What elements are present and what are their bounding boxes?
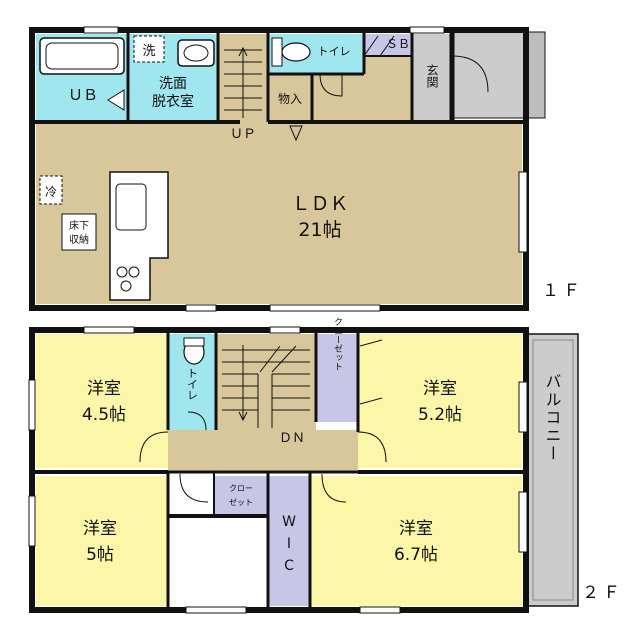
bathtub-inner	[45, 42, 119, 70]
ldk-label-1: ＬＤＫ	[291, 193, 348, 215]
storage-label: 物入	[278, 92, 302, 106]
windows-1f	[83, 26, 528, 312]
closet-c	[214, 476, 268, 514]
kitchen-sink-icon	[115, 183, 147, 231]
washbasin-bowl	[183, 44, 209, 62]
hall-upper	[364, 56, 412, 74]
room-d	[310, 476, 522, 606]
ub-label: ＵＢ	[68, 86, 98, 104]
closet-c-label-1: クロー	[229, 484, 253, 493]
washroom-label-2: 脱衣室	[152, 93, 194, 110]
wic-label-c: C	[284, 558, 294, 574]
floor-1-label: １Ｆ	[542, 281, 584, 301]
balcony	[525, 333, 579, 607]
room-a-label-1: 洋室	[87, 379, 121, 399]
door-swings-2f	[139, 339, 387, 503]
stove-burner-icon	[128, 266, 140, 278]
balcony-inner	[532, 339, 574, 601]
room-d-label-1: 洋室	[399, 519, 433, 539]
sb-label: ＳＢ	[386, 37, 410, 51]
windows-2f	[28, 326, 528, 614]
stove-burner-icon	[116, 266, 128, 278]
closet-c-label-2: ゼット	[229, 497, 253, 507]
room-a-label-2: 4.5帖	[82, 405, 126, 425]
ldk-label-2: 21帖	[298, 219, 341, 241]
room-c-label-1: 洋室	[83, 519, 117, 539]
room-b-label-2: 5.2帖	[418, 405, 462, 425]
underfloor-storage	[61, 213, 97, 251]
underfloor-label-1: 床下	[69, 219, 89, 232]
toilet-icon-1f	[281, 42, 311, 62]
balcony-label: バルコニー	[543, 373, 562, 463]
wic-label-w: W	[282, 514, 296, 530]
room-c-label-2: 5帖	[86, 545, 114, 565]
hall-2f	[168, 430, 358, 472]
stairs-2f	[222, 345, 310, 428]
ub-door-icon	[107, 89, 125, 111]
up-label: ＵＰ	[230, 127, 256, 142]
storage-room	[268, 74, 312, 120]
room-c	[36, 476, 168, 606]
washroom-label-1: 洗面	[159, 76, 187, 92]
wic	[268, 476, 310, 606]
closet-b	[316, 334, 358, 422]
wic-label-i: I	[287, 536, 291, 552]
sink-tag: 洗	[142, 44, 155, 59]
floor-2	[28, 326, 579, 614]
entrance-door-swing	[451, 55, 489, 93]
toilet-label-2f: トイレ	[186, 368, 199, 401]
fridge-space	[39, 175, 63, 205]
stair-area-2f	[216, 334, 316, 430]
walls-2f	[29, 327, 529, 613]
underfloor-label-2: 収納	[69, 233, 89, 246]
floor-2-label: ２Ｆ	[582, 583, 624, 603]
closet-b-label: クローゼット	[332, 317, 343, 371]
sb-hatch	[363, 35, 395, 57]
stairs-1f	[224, 46, 262, 118]
entrance-label: 玄関	[425, 63, 439, 88]
ldk-room	[36, 122, 522, 304]
room-a	[36, 334, 168, 468]
toilet-tank-1f	[271, 37, 283, 67]
door-arrow-icon	[289, 125, 303, 142]
void-space	[174, 520, 262, 604]
room-d-label-2: 6.7帖	[394, 545, 438, 565]
washer-space	[133, 35, 165, 63]
toilet-tank-2f	[183, 337, 205, 347]
hall-1f	[312, 74, 412, 120]
floor-1	[29, 26, 546, 312]
entrance-floor	[412, 34, 452, 120]
toilet-door-swing	[319, 73, 343, 97]
dn-label: ＤＮ	[279, 431, 305, 446]
room-b	[358, 334, 522, 468]
stove-burner-icon	[120, 280, 132, 292]
toilet-label-1f: トイレ	[318, 45, 351, 58]
room-b-label-1: 洋室	[423, 379, 457, 399]
porch-step	[527, 31, 546, 119]
fridge-tag: 冷	[45, 185, 57, 199]
